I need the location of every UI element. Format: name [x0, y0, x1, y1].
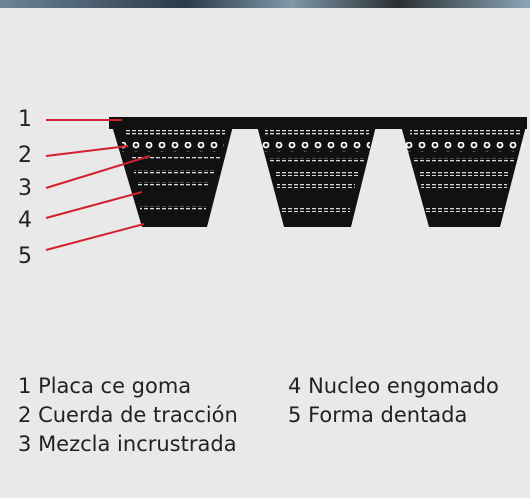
leader-line-2 — [45, 145, 129, 157]
legend-label: Cuerda de tracción — [38, 403, 238, 427]
belt-rib-3 — [401, 126, 526, 227]
legend-number: 4 — [288, 374, 302, 398]
callout-number-4: 4 — [18, 208, 32, 233]
legend-label: Mezcla incrustrada — [38, 432, 237, 456]
callout-number-2: 2 — [18, 143, 32, 168]
belt-rib-1 — [112, 126, 233, 227]
leader-line-3 — [45, 155, 151, 189]
legend-number: 2 — [18, 403, 32, 427]
belt-cross-section-diagram — [45, 117, 527, 251]
callout-number-5: 5 — [18, 244, 32, 269]
legend-label: Forma dentada — [308, 403, 468, 427]
legend-number: 3 — [18, 432, 32, 456]
leader-line-5 — [45, 223, 145, 251]
legend-item-4: 4 Nucleo engomado — [288, 372, 499, 401]
legend-number: 1 — [18, 374, 32, 398]
belt-rib-2 — [257, 126, 376, 227]
legend-label: Placa ce goma — [38, 374, 192, 398]
legend-item-3: 3 Mezcla incrustrada — [18, 430, 237, 459]
legend-number: 5 — [288, 403, 302, 427]
callout-number-1: 1 — [18, 107, 32, 132]
legend-label: Nucleo engomado — [308, 374, 499, 398]
callout-number-3: 3 — [18, 176, 32, 201]
legend-item-1: 1 Placa ce goma — [18, 372, 191, 401]
legend-item-2: 2 Cuerda de tracción — [18, 401, 238, 430]
leader-line-4 — [45, 191, 143, 219]
legend-item-5: 5 Forma dentada — [288, 401, 467, 430]
top-photo-strip — [0, 0, 530, 8]
